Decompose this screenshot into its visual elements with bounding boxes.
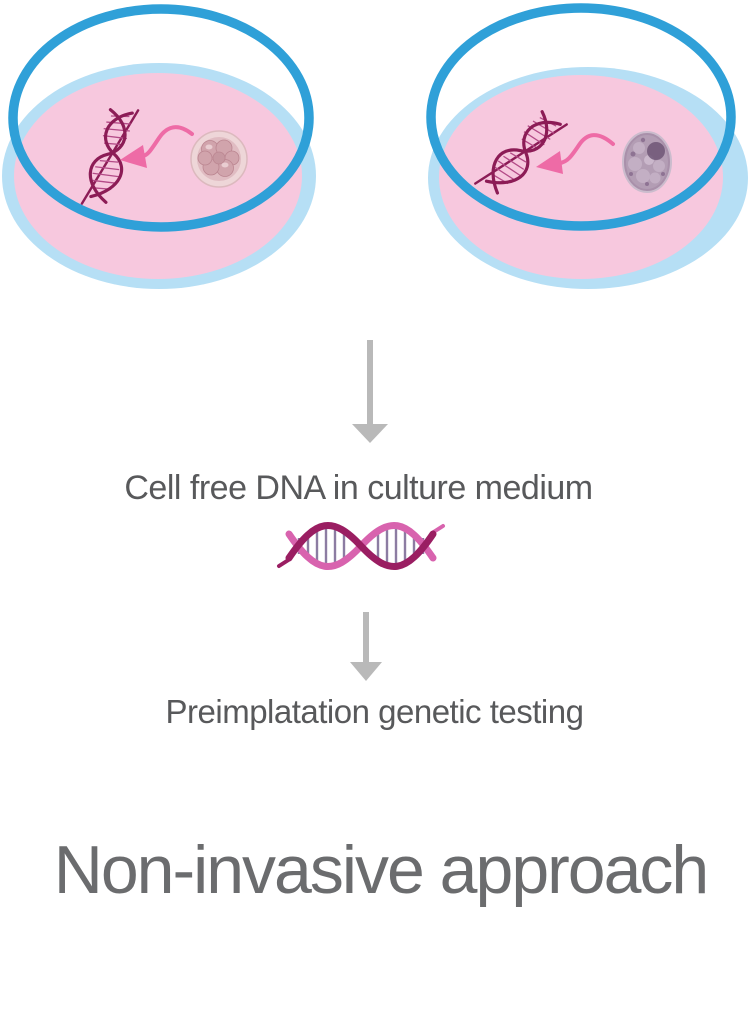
blastocyst-icon [622, 131, 672, 193]
dish-rim [426, 3, 736, 231]
cleavage-embryo-icon [190, 130, 248, 188]
dna-helix-icon [277, 522, 445, 570]
step1-label: Cell free DNA in culture medium [124, 469, 593, 507]
dish-rim [8, 4, 314, 232]
culture-medium [14, 73, 302, 279]
caption-noninvasive-approach: Non-invasive approach [53, 832, 710, 908]
culture-medium [439, 75, 723, 279]
down-arrow-icon [352, 340, 388, 443]
curved-release-arrow-icon [120, 125, 194, 168]
curved-release-arrow-icon [536, 133, 615, 174]
petri-dish-left [2, 4, 316, 289]
step2-label: Preimplatation genetic testing [165, 693, 584, 730]
petri-dish-right [426, 3, 748, 289]
down-arrow-icon [350, 612, 382, 681]
